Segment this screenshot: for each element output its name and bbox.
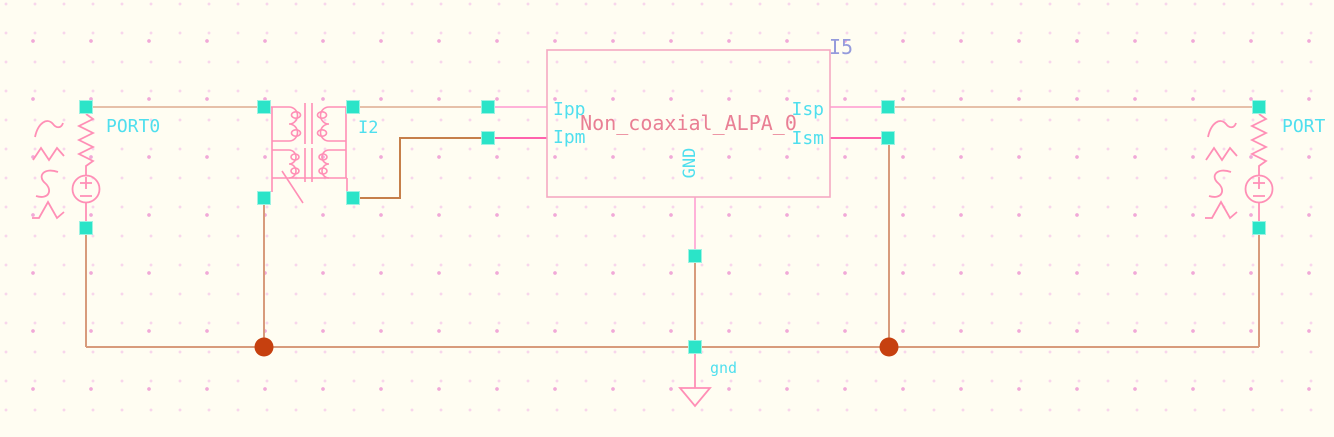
pin-label-ipm: Ipm [553, 127, 586, 148]
xfmr-loop [290, 153, 300, 161]
port-left-symbol[interactable] [31, 113, 101, 223]
xfmr-top-left-winding [264, 106, 299, 142]
pin-square[interactable] [481, 131, 495, 145]
pin-square[interactable] [257, 100, 271, 114]
port-right-label[interactable]: PORT [1282, 116, 1326, 137]
xfmr-loop [316, 111, 328, 120]
pin-label-ipp: Ipp [553, 99, 586, 120]
junction-dot[interactable] [254, 337, 274, 357]
pin-label-ism: Ism [791, 128, 824, 149]
transformer-symbol[interactable] [264, 103, 353, 204]
block-name-label[interactable]: Non_coaxial_ALPA_0 [580, 111, 797, 135]
wires-medium[interactable] [85, 138, 1260, 348]
ground-triangle-icon [678, 387, 712, 408]
xfmr-tail-diagonal [281, 170, 304, 204]
pin-square[interactable] [1252, 100, 1266, 114]
pin-square[interactable] [257, 191, 271, 205]
pin-square[interactable] [881, 100, 895, 114]
pin-square[interactable] [1252, 221, 1266, 235]
xfmr-core-lines [304, 103, 313, 182]
pin-square[interactable] [688, 340, 702, 354]
transformer-instance-label[interactable]: I2 [358, 118, 379, 138]
xfmr-series-links [271, 141, 347, 150]
xfmr-loop [316, 129, 328, 138]
ground-symbol[interactable] [678, 347, 712, 408]
junction-dots[interactable] [254, 337, 899, 357]
pin-square[interactable] [346, 100, 360, 114]
pin-label-gnd: GND [680, 147, 700, 179]
pin-square[interactable] [688, 249, 702, 263]
xfmr-loop [318, 167, 328, 175]
xfmr-bottom-right-winding [321, 149, 347, 179]
pin-squares[interactable] [79, 100, 1266, 354]
block-pin-stubs-light[interactable] [488, 106, 888, 256]
pin-square[interactable] [481, 100, 495, 114]
pin-label-isp: Isp [791, 99, 824, 120]
pin-square[interactable] [881, 131, 895, 145]
pin-square[interactable] [346, 191, 360, 205]
pin-square[interactable] [79, 100, 93, 114]
xfmr-loop [318, 153, 328, 161]
block-instance-label[interactable]: I5 [829, 35, 854, 59]
xfmr-loop [290, 167, 300, 175]
wire-transformer-to-ipm[interactable] [353, 137, 488, 199]
wires-dark[interactable] [353, 137, 488, 199]
xfmr-loop [290, 111, 302, 120]
port-right-symbol[interactable] [1204, 113, 1274, 223]
ground-net-label[interactable]: gnd [710, 359, 738, 377]
block-body[interactable] [546, 49, 831, 198]
xfmr-bottom-left-winding [271, 149, 297, 179]
pin-square[interactable] [79, 221, 93, 235]
xfmr-bottom-rail [271, 177, 348, 192]
junction-dot[interactable] [879, 337, 899, 357]
xfmr-top-right-winding [319, 106, 353, 142]
port-left-label[interactable]: PORT0 [106, 116, 161, 137]
xfmr-loop [290, 129, 302, 138]
